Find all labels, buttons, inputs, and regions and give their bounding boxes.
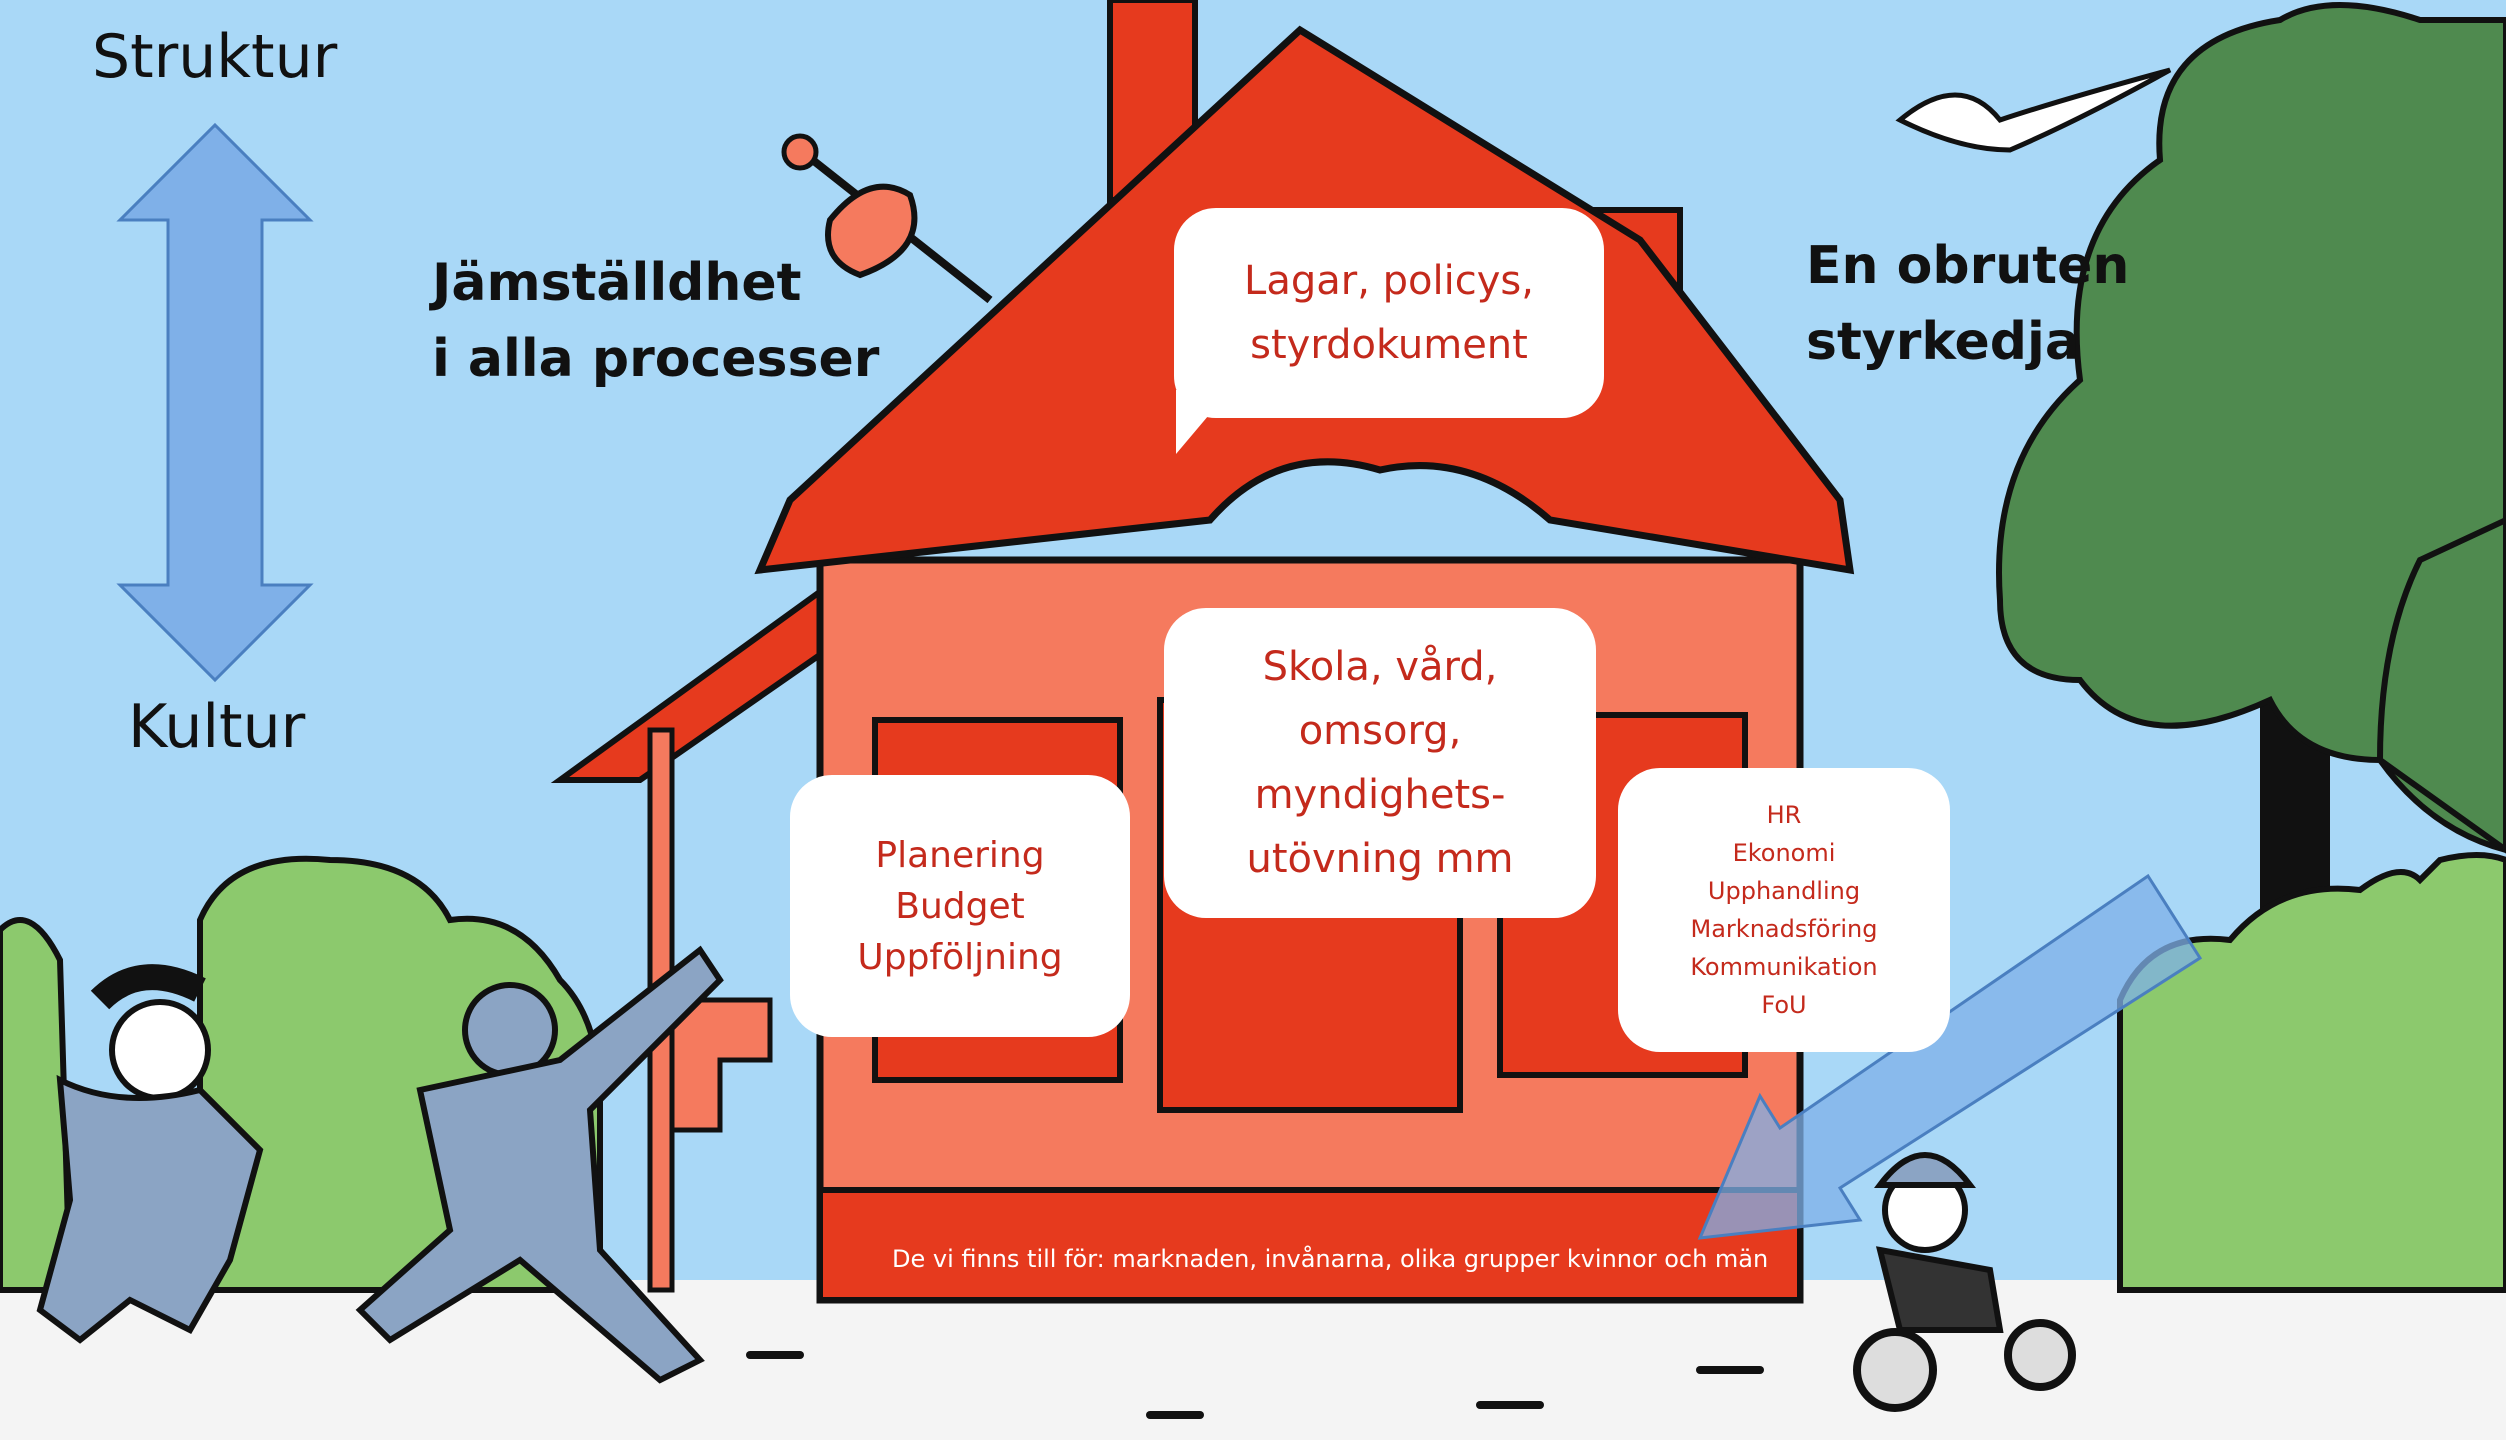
card-skola: Skola, vård, omsorg, myndighets- utövnin… bbox=[1164, 608, 1596, 918]
card-right-line-3: Upphandling bbox=[1707, 877, 1861, 905]
satellite-dish-icon bbox=[781, 133, 993, 304]
heading-right-line-2: styrkedja bbox=[1806, 312, 2080, 372]
card-roof-line-1: Lagar, policys, bbox=[1244, 258, 1534, 304]
card-planering: Planering Budget Uppföljning bbox=[790, 775, 1130, 1037]
card-right-line-5: Kommunikation bbox=[1690, 953, 1878, 981]
card-center-line-3: myndighets- bbox=[1254, 772, 1506, 818]
ground-marks bbox=[746, 1351, 1764, 1419]
axis-label-struktur: Struktur bbox=[92, 22, 338, 92]
card-hr: HR Ekonomi Upphandling Marknadsföring Ko… bbox=[1618, 768, 1950, 1052]
footer-caption: De vi finns till för: marknaden, invånar… bbox=[892, 1245, 1769, 1273]
double-arrow-icon bbox=[116, 122, 314, 683]
card-right-line-1: HR bbox=[1766, 801, 1802, 829]
seagull-icon bbox=[1895, 67, 2172, 153]
child-tricycle-illustration bbox=[1853, 1152, 2076, 1412]
card-left-line-3: Uppföljning bbox=[857, 936, 1063, 978]
card-left-line-1: Planering bbox=[875, 834, 1045, 876]
card-right-line-2: Ekonomi bbox=[1732, 839, 1836, 867]
heading-right-line-1: En obruten bbox=[1806, 236, 2130, 296]
axis-label-kultur: Kultur bbox=[128, 692, 306, 762]
card-right-line-4: Marknadsföring bbox=[1690, 915, 1878, 943]
card-center-line-4: utövning mm bbox=[1246, 836, 1514, 882]
card-right-line-6: FoU bbox=[1761, 991, 1807, 1019]
tree-illustration bbox=[1996, 2, 2506, 1293]
heading-jamstalldhet: Jämställdhet i alla processer bbox=[432, 245, 879, 397]
people-illustration bbox=[36, 945, 724, 1384]
card-lagar: Lagar, policys, styrdokument bbox=[1174, 208, 1604, 418]
card-center-line-2: omsorg, bbox=[1298, 708, 1462, 754]
heading-left-line-2: i alla processer bbox=[432, 329, 880, 389]
card-left-line-2: Budget bbox=[895, 885, 1025, 927]
diagonal-arrow-icon bbox=[1697, 873, 2203, 1240]
heading-left-line-1: Jämställdhet bbox=[432, 253, 802, 313]
heading-styrkedja: En obruten styrkedja bbox=[1806, 228, 2129, 380]
card-center-line-1: Skola, vård, bbox=[1262, 644, 1498, 690]
card-roof-line-2: styrdokument bbox=[1250, 322, 1528, 368]
